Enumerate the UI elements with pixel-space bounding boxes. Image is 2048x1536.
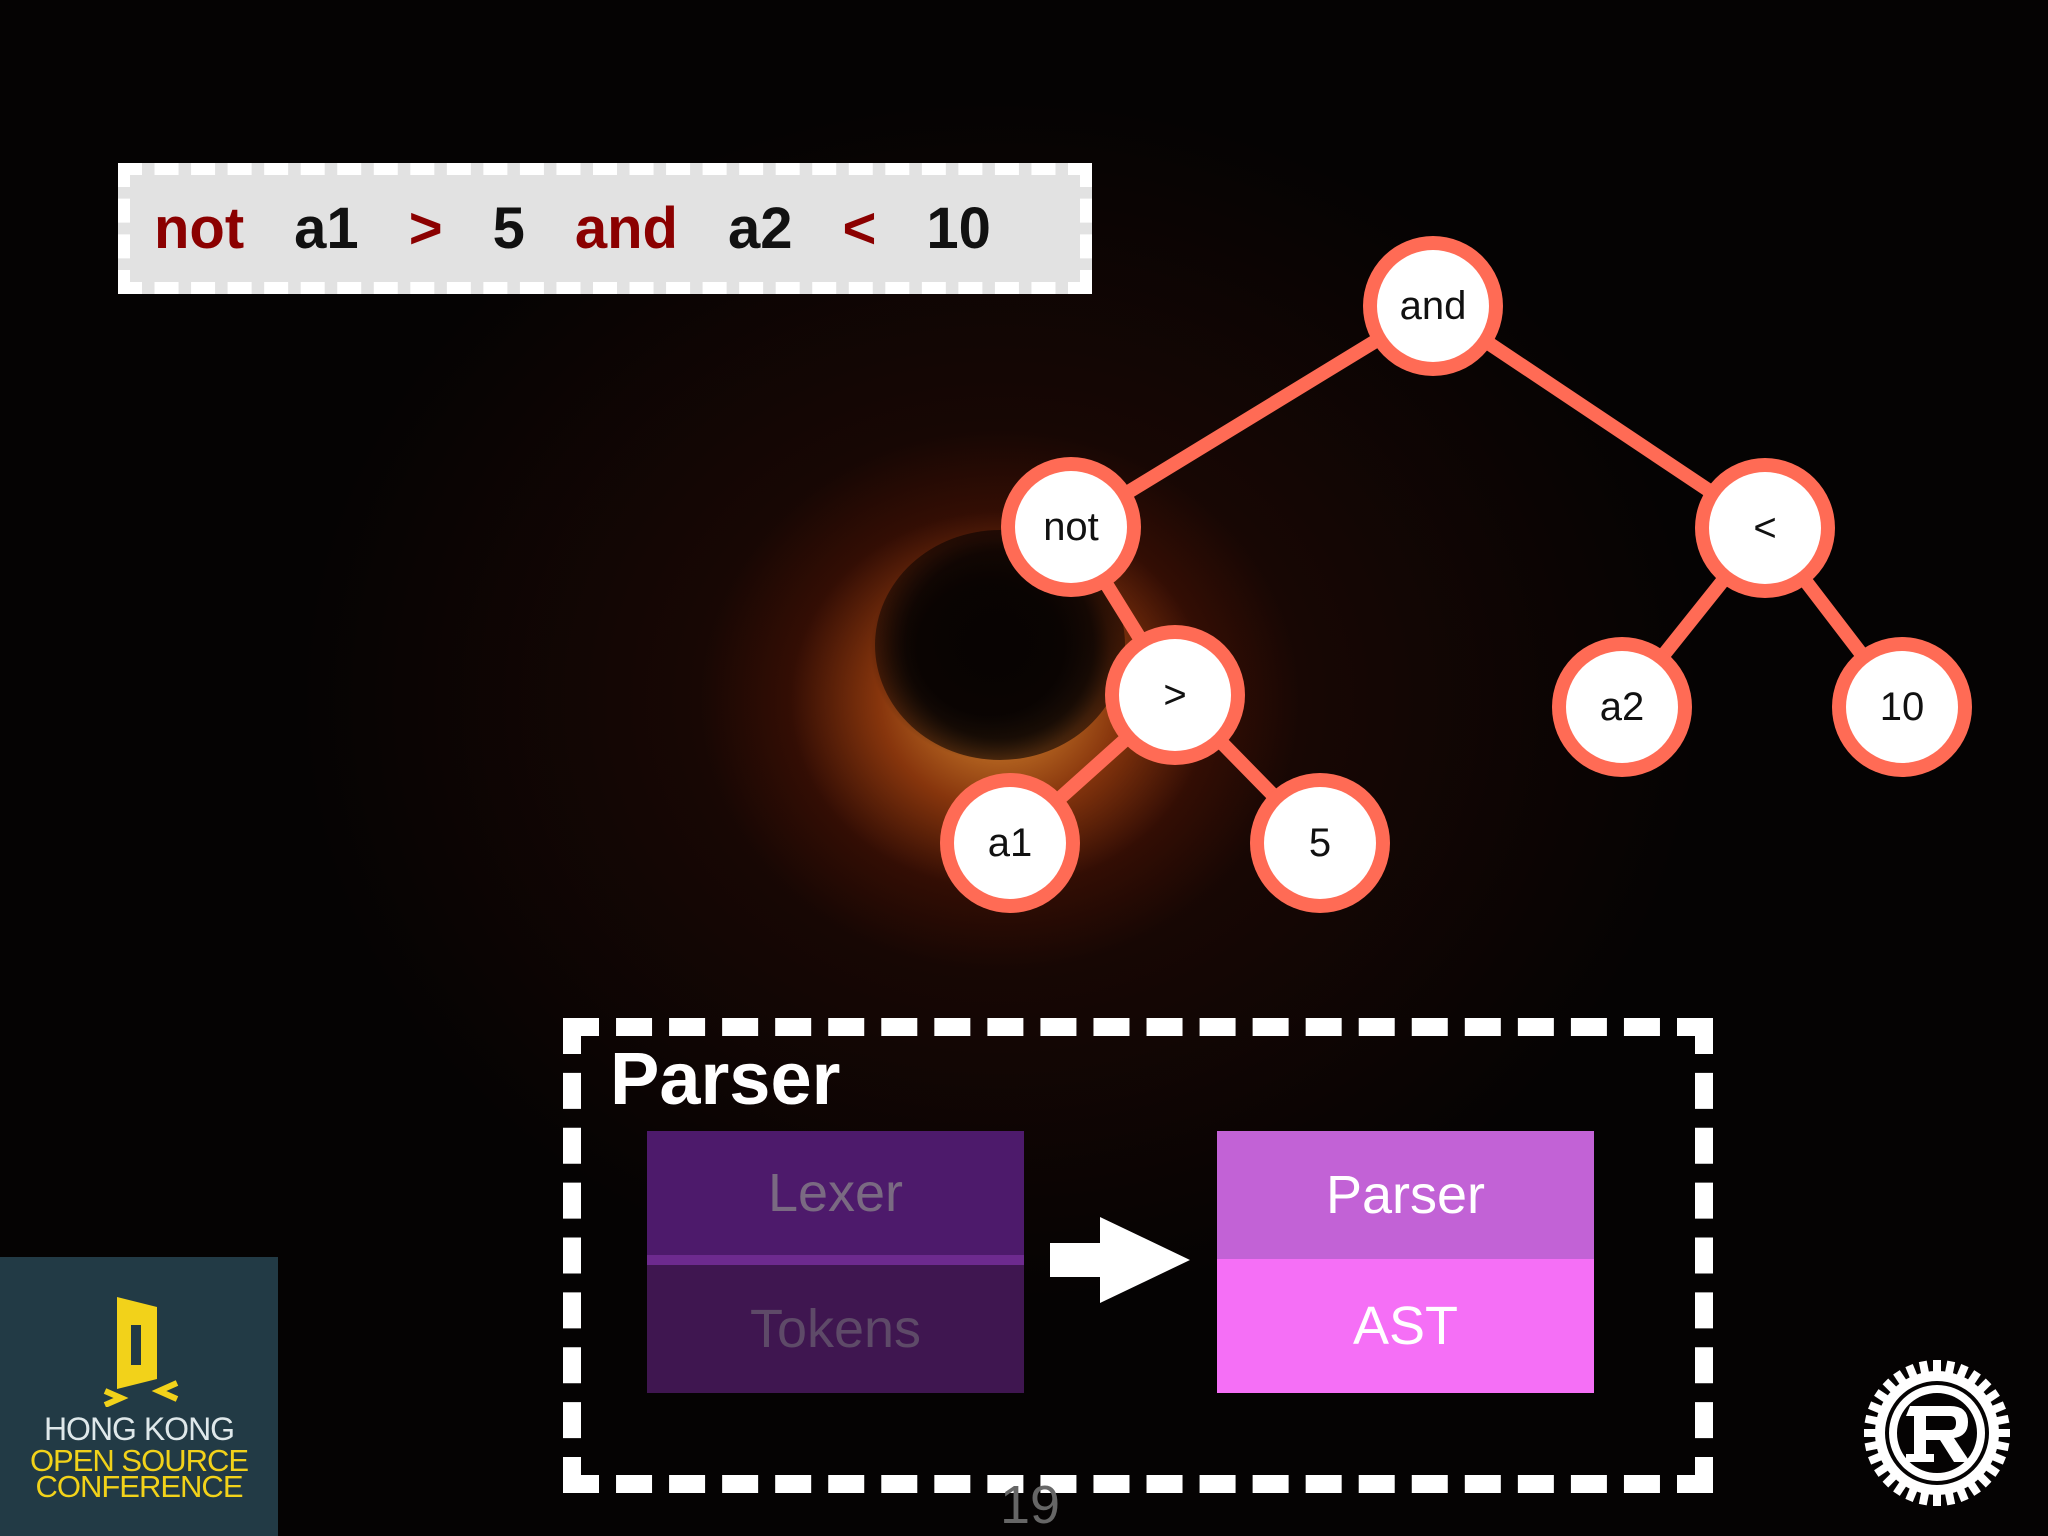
- expression-token: not: [154, 195, 245, 261]
- expression-box: not a1 > 5 and a2 < 10: [118, 163, 1092, 294]
- right-arrow-icon: [1050, 1217, 1190, 1303]
- lexer-divider: [647, 1255, 1024, 1265]
- rust-gear-tooth: [1864, 1440, 1880, 1452]
- parser-panel-title: Parser: [610, 1037, 841, 1120]
- rust-gear-tooth: [1893, 1370, 1908, 1387]
- rust-gear-tooth: [1933, 1492, 1941, 1506]
- rust-gear-tooth: [1864, 1414, 1880, 1426]
- tree-node-a1: a1: [987, 821, 1033, 865]
- lexer-block: Lexer: [647, 1131, 1024, 1255]
- hkosc-line-3: CONFERENCE: [35, 1469, 243, 1504]
- rust-gear-tooth: [1905, 1485, 1919, 1502]
- ast-block: AST: [1217, 1259, 1594, 1393]
- tree-node-and: and: [1399, 284, 1467, 328]
- tree-node-a2: a2: [1599, 685, 1645, 729]
- rust-gear-tooth: [1996, 1429, 2010, 1437]
- tree-node-fill: [1015, 471, 1127, 583]
- rust-gear-tooth: [1989, 1451, 2006, 1465]
- rust-gear-tooth: [1918, 1360, 1930, 1376]
- tree-node-fill: [954, 787, 1066, 899]
- rust-gear-tooth: [1983, 1389, 2000, 1404]
- rust-gear-tooth: [1874, 1462, 1891, 1477]
- tree-node-fill: [1566, 651, 1678, 763]
- expression-token: 10: [926, 195, 991, 261]
- parser-panel: [563, 1018, 1713, 1493]
- expression-token: a1: [294, 195, 359, 261]
- rust-gear-tooth: [1975, 1471, 1992, 1488]
- tokens-block: Tokens: [647, 1265, 1024, 1393]
- rust-gear-tooth: [1955, 1364, 1969, 1381]
- expression-token: >: [408, 195, 443, 261]
- rust-gear-tooth: [1966, 1370, 1981, 1387]
- door-icon: [103, 1297, 179, 1407]
- rust-gear-tooth: [1933, 1360, 1941, 1374]
- tree-node-not: not: [1043, 505, 1099, 549]
- tree-node-fill: [1119, 639, 1231, 751]
- rust-gear-tooth: [1864, 1429, 1878, 1437]
- rust-gear-tooth: [1882, 1471, 1899, 1488]
- rust-gear-tooth: [1994, 1440, 2010, 1452]
- rust-gear-tooth: [1918, 1490, 1930, 1506]
- rust-gear-tooth: [1944, 1490, 1956, 1506]
- rust-gear-tooth: [1893, 1479, 1908, 1496]
- tree-node-5: 5: [1308, 821, 1332, 865]
- rust-gear-tooth: [1882, 1378, 1899, 1395]
- tree-node-less-than: <: [1753, 506, 1777, 550]
- parser-block: Parser: [1217, 1131, 1594, 1259]
- expression-token: 5: [492, 195, 525, 261]
- tree-edge: [1064, 299, 1440, 534]
- tree-node-fill: [1377, 250, 1489, 362]
- rust-gear-tooth: [1983, 1462, 2000, 1477]
- rust-gear-tooth: [1955, 1485, 1969, 1502]
- tree-node-fill: [1264, 787, 1376, 899]
- hkosc-logo: HONG KONG OPEN SOURCE CONFERENCE: [0, 1257, 278, 1536]
- expression-token: <: [842, 195, 877, 261]
- rust-gear-tooth: [1994, 1414, 2010, 1426]
- rust-logo-icon: [1864, 1360, 2010, 1506]
- rust-gear-tooth: [1874, 1389, 1891, 1404]
- hkosc-line-2: OPEN SOURCE: [29, 1443, 249, 1478]
- tree-node-10: 10: [1879, 685, 1925, 729]
- expression-token: and: [574, 195, 678, 261]
- rust-gear-tooth: [1966, 1479, 1981, 1496]
- expression-token: a2: [727, 195, 793, 261]
- hkosc-line-1: HONG KONG: [43, 1411, 235, 1447]
- rust-gear-tooth: [1868, 1401, 1885, 1415]
- tree-node-fill: [1846, 651, 1958, 763]
- rust-gear-tooth: [1975, 1378, 1992, 1395]
- rust-gear-tooth: [1944, 1360, 1956, 1376]
- rust-gear-tooth: [1905, 1364, 1919, 1381]
- page-number: 19: [999, 1475, 1061, 1535]
- rust-gear-tooth: [1989, 1401, 2006, 1415]
- rust-gear-tooth: [1868, 1451, 1885, 1465]
- tree-node-fill: [1709, 472, 1821, 584]
- tree-node-greater-than: >: [1163, 673, 1187, 717]
